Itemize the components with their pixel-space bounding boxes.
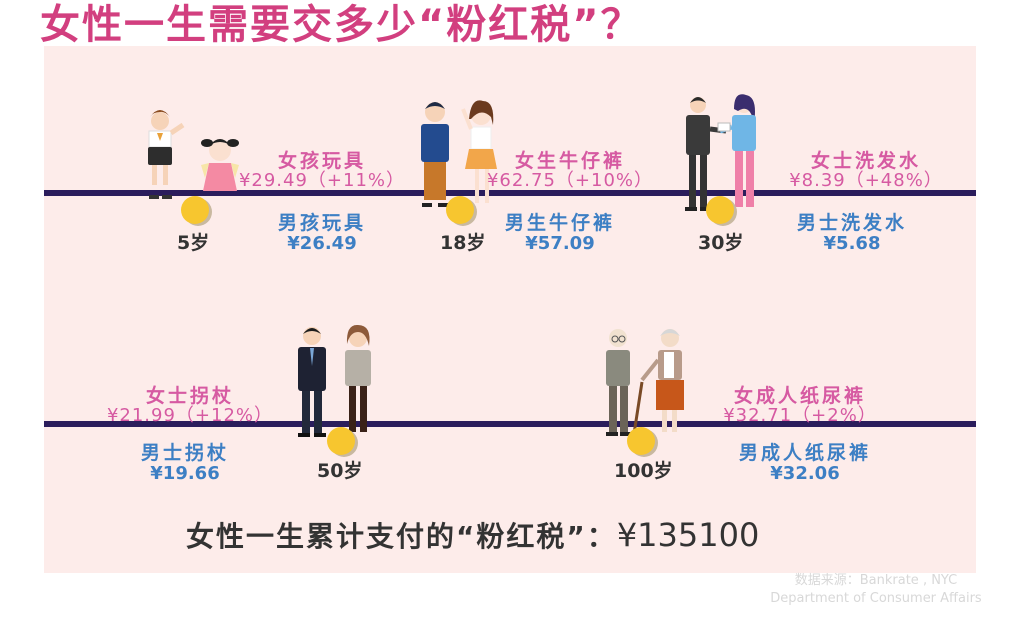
timeline-bottom	[44, 421, 976, 427]
data-source: 数据来源：Bankrate , NYC Department of Consum…	[760, 572, 992, 608]
adults-illustration	[685, 94, 756, 211]
female-product: 女士拐杖 ¥21.99（+12%）	[100, 385, 280, 425]
female-product: 女孩玩具 ¥29.49（+11%）	[232, 150, 412, 190]
female-item-price: ¥62.75（+10%）	[486, 170, 654, 191]
male-product: 男士拐杖 ¥19.66	[125, 442, 245, 484]
male-item-name: 男士洗发水	[796, 212, 907, 234]
male-item-name: 男成人纸尿裤	[738, 442, 871, 464]
male-item-price: ¥32.06	[770, 463, 840, 484]
male-item-price: ¥19.66	[150, 463, 220, 484]
coin-marker	[627, 427, 655, 455]
page-title: 女性一生需要交多少“粉红税”？	[40, 2, 643, 48]
source-line-1: 数据来源：Bankrate , NYC	[794, 573, 958, 588]
coin-marker	[181, 196, 209, 224]
age-label: 30岁	[698, 232, 744, 254]
female-product: 女士洗发水 ¥8.39（+48%）	[776, 150, 956, 190]
male-item-name: 男生牛仔裤	[504, 212, 615, 234]
female-item-name: 女生牛仔裤	[514, 150, 625, 172]
children-illustration	[148, 110, 239, 199]
male-item-name: 男孩玩具	[277, 212, 366, 234]
teenagers-illustration	[421, 100, 497, 207]
female-item-price: ¥29.49（+11%）	[238, 170, 406, 191]
female-item-name: 女孩玩具	[277, 150, 366, 172]
infographic-panel	[44, 46, 976, 573]
timeline-top	[44, 190, 976, 196]
female-item-name: 女士洗发水	[810, 150, 921, 172]
age-label: 50岁	[317, 460, 363, 482]
middle-aged-illustration	[298, 324, 371, 437]
female-product: 女成人纸尿裤 ¥32.71（+2%）	[710, 385, 890, 425]
male-item-price: ¥5.68	[823, 233, 881, 254]
female-item-name: 女成人纸尿裤	[733, 385, 866, 407]
total-amount: ¥135100	[616, 516, 760, 554]
male-product: 男成人纸尿裤 ¥32.06	[725, 442, 885, 484]
female-item-price: ¥8.39（+48%）	[789, 170, 943, 191]
male-item-price: ¥26.49	[287, 233, 357, 254]
total-label: 女性一生累计支付的“粉红税”：	[186, 520, 617, 553]
age-label: 100岁	[614, 460, 673, 482]
female-product: 女生牛仔裤 ¥62.75（+10%）	[480, 150, 660, 190]
male-item-price: ¥57.09	[525, 233, 595, 254]
male-product: 男生牛仔裤 ¥57.09	[490, 212, 630, 254]
female-item-price: ¥32.71（+2%）	[723, 405, 877, 426]
female-item-price: ¥21.99（+12%）	[106, 405, 274, 426]
elderly-illustration	[606, 329, 684, 436]
total-summary: 女性一生累计支付的“粉红税”：¥135100	[186, 515, 759, 555]
male-product: 男孩玩具 ¥26.49	[252, 212, 392, 254]
age-label: 18岁	[440, 232, 486, 254]
coin-marker	[446, 196, 474, 224]
male-item-name: 男士拐杖	[140, 442, 229, 464]
male-product: 男士洗发水 ¥5.68	[782, 212, 922, 254]
coin-marker	[327, 427, 355, 455]
source-line-2: Department of Consumer Affairs	[770, 591, 982, 606]
coin-marker	[706, 196, 734, 224]
age-label: 5岁	[177, 232, 210, 254]
female-item-name: 女士拐杖	[145, 385, 234, 407]
